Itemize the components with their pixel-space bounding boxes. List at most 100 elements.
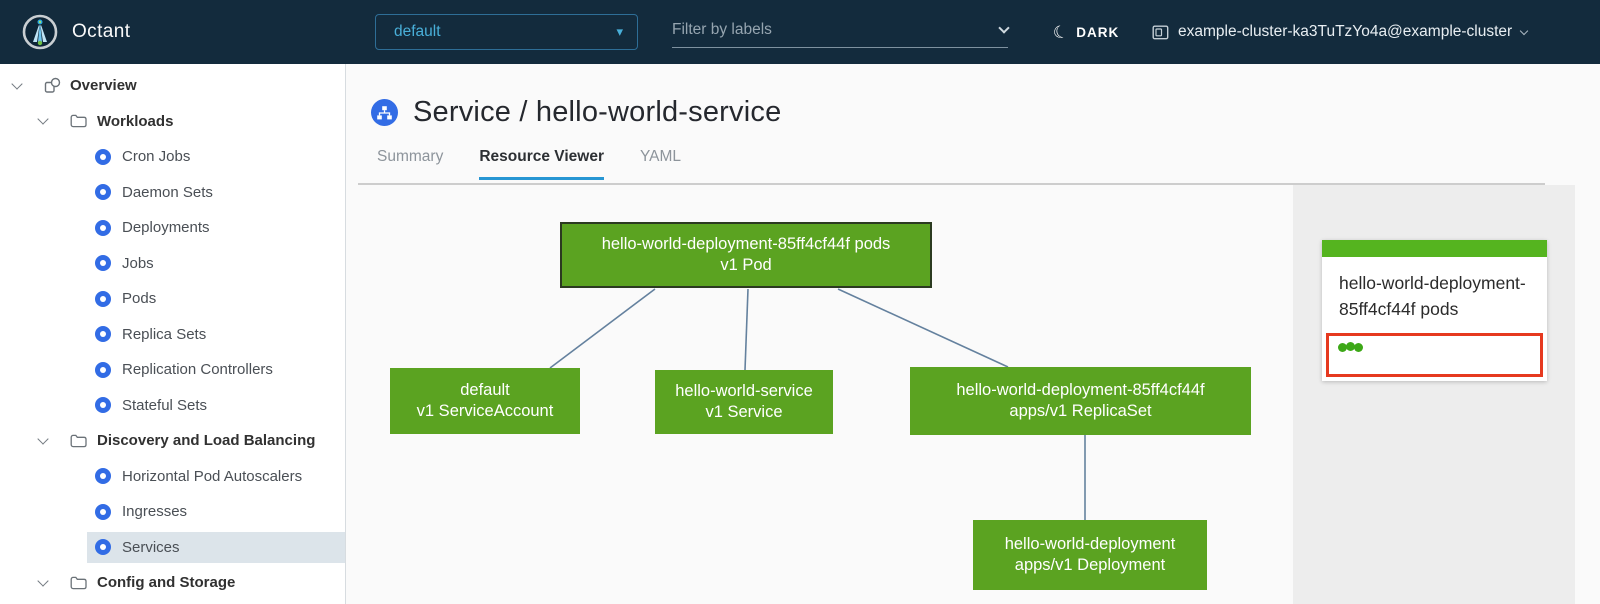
sidebar-group-label: Discovery and Load Balancing (97, 432, 316, 450)
node-detail-panel: hello-world-deployment-85ff4cf44f pods (1293, 185, 1575, 604)
replication-controllers-icon (95, 361, 111, 378)
sidebar-item-overview[interactable]: Overview (0, 68, 345, 104)
sidebar-group-discovery-and-load-balancing[interactable]: Discovery and Load Balancing (0, 423, 345, 459)
sidebar-nav: Overview Workloads Cron Jobs Daemon Sets… (0, 64, 346, 604)
tab-summary[interactable]: Summary (377, 148, 444, 165)
folder-icon (70, 434, 87, 448)
sidebar-group-config-and-storage[interactable]: Config and Storage (0, 565, 345, 601)
node-label-line2: v1 ServiceAccount (416, 402, 554, 420)
pod-status-dot (1338, 342, 1347, 352)
graph-node-serviceaccount[interactable]: default v1 ServiceAccount (390, 368, 580, 434)
node-label-line2: apps/v1 Deployment (1014, 556, 1166, 574)
cluster-icon (1152, 24, 1169, 41)
sidebar-item-pods[interactable]: Pods (0, 281, 345, 317)
deployments-icon (95, 219, 111, 236)
sidebar-item-label: Stateful Sets (122, 396, 208, 414)
sidebar-item-horizontal-pod-autoscalers[interactable]: Horizontal Pod Autoscalers (0, 459, 345, 495)
selected-node-card[interactable]: hello-world-deployment-85ff4cf44f pods (1322, 240, 1547, 381)
brand[interactable]: Octant (0, 14, 324, 50)
namespace-dropdown-value: default (394, 23, 441, 40)
sidebar-item-stateful-sets[interactable]: Stateful Sets (0, 388, 345, 424)
graph-node-replicaset[interactable]: hello-world-deployment-85ff4cf44f apps/v… (910, 367, 1251, 435)
node-label-line1: hello-world-deployment (1004, 534, 1176, 553)
node-label-line2: apps/v1 ReplicaSet (1009, 402, 1152, 420)
namespace-dropdown[interactable]: default ▾ (375, 14, 638, 50)
pod-status-dot (1354, 342, 1363, 352)
jobs-icon (95, 255, 111, 272)
horizontal-pod-autoscalers-icon (95, 468, 111, 485)
sidebar-item-replica-sets[interactable]: Replica Sets (0, 317, 345, 353)
node-label-line2: v1 Service (705, 403, 783, 421)
resource-viewer-graph: hello-world-deployment-85ff4cf44f pods v… (346, 185, 1600, 604)
octant-logo-icon (22, 14, 58, 50)
node-label-line1: hello-world-service (675, 381, 813, 400)
sidebar-item-label: Horizontal Pod Autoscalers (122, 467, 303, 485)
graph-edges (549, 288, 1086, 520)
chevron-down-icon[interactable] (37, 575, 49, 587)
chevron-down-icon (1519, 26, 1529, 35)
theme-toggle-button[interactable]: ☾ DARK (1050, 0, 1120, 64)
sidebar-item-label: Cron Jobs (122, 148, 191, 166)
context-label: example-cluster-ka3TuTzYo4a@example-clus… (1178, 23, 1513, 40)
tab-bar: Summary Resource Viewer YAML (377, 148, 681, 180)
sidebar-item-cron-jobs[interactable]: Cron Jobs (0, 139, 345, 175)
page-title: Service / hello-world-service (413, 96, 782, 128)
objects-icon (44, 77, 61, 94)
page-title-row: Service / hello-world-service (371, 96, 781, 129)
sidebar-item-services[interactable]: Services (0, 530, 345, 566)
label-filter-input[interactable] (672, 20, 1000, 39)
context-switcher[interactable]: example-cluster-ka3TuTzYo4a@example-clus… (1152, 0, 1529, 64)
sidebar-item-ingresses[interactable]: Ingresses (0, 494, 345, 530)
tab-resource-viewer[interactable]: Resource Viewer (479, 148, 604, 180)
header-bar: Octant default ▾ ☾ DARK example-cluster-… (0, 0, 1600, 64)
ingresses-icon (95, 503, 111, 520)
sidebar-item-jobs[interactable]: Jobs (0, 246, 345, 282)
graph-node-service[interactable]: hello-world-service v1 Service (655, 370, 833, 434)
sidebar-item-label: Services (122, 538, 180, 556)
sidebar-item-label: Replica Sets (122, 325, 207, 343)
sidebar-group-label: Config and Storage (97, 574, 236, 592)
chevron-down-icon[interactable] (998, 22, 1010, 34)
folder-icon (70, 576, 87, 590)
sidebar-item-label: Ingresses (122, 503, 188, 521)
sidebar-item-label: Deployments (122, 219, 210, 237)
chevron-down-icon[interactable] (37, 113, 49, 125)
tab-yaml[interactable]: YAML (639, 148, 682, 165)
node-label-line1: hello-world-deployment-85ff4cf44f pods (601, 234, 891, 253)
label-filter (672, 12, 1010, 48)
sidebar-item-daemon-sets[interactable]: Daemon Sets (0, 175, 345, 211)
theme-toggle-label: DARK (1076, 24, 1120, 40)
pod-status-dot (1346, 341, 1355, 351)
services-icon (95, 539, 111, 556)
service-icon (371, 99, 398, 126)
node-label-line1: hello-world-deployment-85ff4cf44f (956, 380, 1205, 399)
sidebar-group-workloads[interactable]: Workloads (0, 104, 345, 140)
pod-status-highlight-box[interactable] (1326, 332, 1543, 377)
sidebar-group-label: Workloads (97, 112, 174, 130)
main-content: Service / hello-world-service Summary Re… (346, 64, 1600, 604)
tab-divider (358, 183, 1545, 185)
chevron-down-icon[interactable] (11, 78, 23, 90)
cron-jobs-icon (95, 148, 111, 165)
caret-down-icon: ▾ (616, 24, 623, 39)
replica-sets-icon (95, 326, 111, 343)
moon-icon: ☾ (1050, 20, 1071, 44)
card-status-bar (1322, 240, 1547, 257)
chevron-down-icon[interactable] (37, 433, 49, 445)
daemon-sets-icon (95, 184, 111, 201)
sidebar-item-replication-controllers[interactable]: Replication Controllers (0, 352, 345, 388)
pods-icon (95, 290, 111, 307)
sidebar-item-label: Daemon Sets (122, 183, 213, 201)
card-title: hello-world-deployment-85ff4cf44f pods (1339, 273, 1526, 320)
graph-node-deployment[interactable]: hello-world-deployment apps/v1 Deploymen… (973, 520, 1207, 590)
graph-node-pod[interactable]: hello-world-deployment-85ff4cf44f pods v… (560, 222, 932, 288)
selected-row-highlight (87, 531, 345, 563)
pod-status-dots (1338, 341, 1363, 352)
stateful-sets-icon (95, 397, 111, 414)
app-title: Octant (72, 21, 131, 42)
node-label-line1: default (460, 380, 510, 399)
sidebar-item-deployments[interactable]: Deployments (0, 210, 345, 246)
sidebar-item-label: Overview (70, 77, 137, 95)
sidebar-item-label: Pods (122, 290, 157, 308)
